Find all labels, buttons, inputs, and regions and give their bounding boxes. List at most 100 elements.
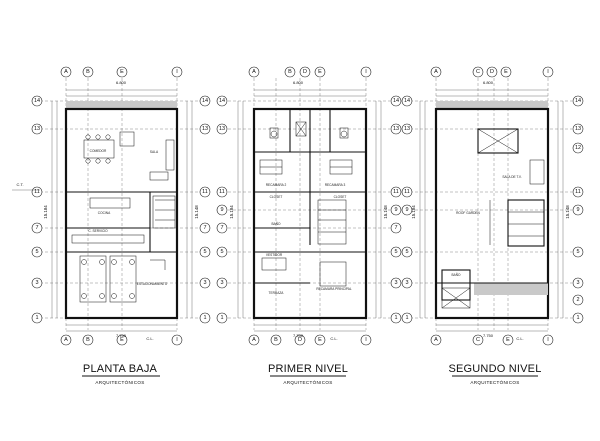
axis-label: 14 <box>34 98 40 104</box>
axis-label: I <box>365 69 367 75</box>
svg-text:9: 9 <box>394 207 397 213</box>
side-axis-bubbles: 14 13 11 9 5 3 1 14 13 12 11 9 5 3 2 1 <box>401 95 584 324</box>
cl-mark: C.L. <box>330 336 337 341</box>
svg-text:7: 7 <box>394 225 397 231</box>
svg-text:14: 14 <box>393 98 399 104</box>
axis-label: 11 <box>404 189 410 195</box>
svg-text:1: 1 <box>203 315 206 321</box>
svg-text:E: E <box>120 337 124 343</box>
axis-label: 1 <box>405 315 408 321</box>
side-axis-bubbles: 14 13 11 7 5 3 1 14 13 11 7 5 3 1 <box>31 95 211 324</box>
axis-label: 13 <box>34 126 40 132</box>
axis-label: D <box>490 69 494 75</box>
side-dimension-right: 15.148 <box>383 205 388 219</box>
svg-text:9: 9 <box>576 207 579 213</box>
room-label: SALA DE T.V. <box>502 175 522 179</box>
furniture <box>79 131 175 303</box>
axis-label: 7 <box>220 225 223 231</box>
axis-label: 9 <box>220 207 223 213</box>
bottom-dimension: 7.750 <box>293 333 304 338</box>
axis-label: 7 <box>35 225 38 231</box>
room-label: ROOF GARDEN <box>456 211 480 215</box>
plan-title: PRIMER NIVEL <box>268 363 348 375</box>
dimension-lines <box>419 89 564 332</box>
axis-label: 5 <box>220 249 223 255</box>
top-axis-bubbles: A B D E I A B D E I <box>248 66 372 346</box>
svg-text:5: 5 <box>394 249 397 255</box>
room-label: CLOSET <box>270 195 283 199</box>
top-dimension: 6.800 <box>483 80 494 85</box>
room-label: CLOSET <box>334 195 347 199</box>
room-label: RECAMARA 3 <box>325 183 346 187</box>
walls <box>434 101 550 320</box>
walls <box>252 107 368 320</box>
room-label: RECAMARA PRINCIPAL <box>316 287 352 291</box>
top-axis-bubbles: A C D E I A C E I <box>430 66 554 346</box>
plan-primer-nivel: A B D E I A B D E I 14 13 11 9 7 5 3 1 1… <box>216 66 402 385</box>
svg-text:D: D <box>298 337 302 343</box>
axis-label: E <box>504 69 508 75</box>
ct-mark: C.T. <box>16 182 23 187</box>
room-label: SALA <box>150 150 159 154</box>
svg-text:12: 12 <box>575 145 581 151</box>
axis-label: E <box>318 69 322 75</box>
svg-text:I: I <box>547 337 549 343</box>
svg-text:3: 3 <box>576 280 579 286</box>
plan-planta-baja: A B E I A B E I 14 13 11 7 5 3 1 14 13 1… <box>12 66 211 385</box>
room-label: C. SERVICIO <box>88 229 108 233</box>
svg-text:5: 5 <box>203 249 206 255</box>
axis-label: 14 <box>219 98 225 104</box>
svg-text:13: 13 <box>575 126 581 132</box>
svg-text:2: 2 <box>576 297 579 303</box>
svg-text:3: 3 <box>394 280 397 286</box>
plan-subtitle: ARQUITECTÓNICOS <box>470 379 519 385</box>
side-dimension-left: 15.184 <box>229 205 234 219</box>
svg-text:A: A <box>434 337 438 343</box>
cl-mark: C.L. <box>146 336 153 341</box>
svg-text:14: 14 <box>575 98 581 104</box>
top-dimension: 6.800 <box>116 80 127 85</box>
room-label: RECAMARA 2 <box>266 183 287 187</box>
room-label: ESTACIONAMIENTO <box>137 282 168 286</box>
svg-text:11: 11 <box>575 189 581 195</box>
furniture <box>261 121 349 287</box>
svg-text:13: 13 <box>393 126 399 132</box>
axis-label: 9 <box>405 207 408 213</box>
axis-label: 14 <box>404 98 410 104</box>
axis-label: 1 <box>35 315 38 321</box>
top-dimension: 6.800 <box>293 80 304 85</box>
plan-subtitle: ARQUITECTÓNICOS <box>95 379 144 385</box>
axis-label: 13 <box>219 126 225 132</box>
svg-text:E: E <box>318 337 322 343</box>
room-label: BAÑO <box>451 272 461 277</box>
axis-label: C <box>476 69 480 75</box>
svg-text:5: 5 <box>576 249 579 255</box>
axis-label: 5 <box>35 249 38 255</box>
side-dimension-right: 15.148 <box>194 205 199 219</box>
bottom-dimension: 7.750 <box>116 333 127 338</box>
svg-text:1: 1 <box>576 315 579 321</box>
room-label: VESTIDOR <box>266 253 283 257</box>
walls <box>64 101 179 320</box>
top-axis-bubbles: A B E I A B E I <box>60 66 183 346</box>
room-label: COCINA <box>98 211 111 215</box>
axis-label: I <box>547 69 549 75</box>
axis-label: 5 <box>405 249 408 255</box>
side-dimension-right: 15.148 <box>565 205 570 219</box>
room-label: TERRAZA <box>269 291 285 295</box>
room-label: BAÑO <box>271 221 281 226</box>
svg-text:A: A <box>252 337 256 343</box>
plan-subtitle: ARQUITECTÓNICOS <box>283 379 332 385</box>
axis-label: D <box>303 69 307 75</box>
bottom-dimension: 7.750 <box>483 333 494 338</box>
plan-title: SEGUNDO NIVEL <box>448 363 541 375</box>
cl-mark: C.L. <box>516 336 523 341</box>
svg-text:B: B <box>274 337 278 343</box>
axis-label: A <box>64 69 68 75</box>
side-dimension-left: 15.184 <box>43 205 48 219</box>
side-dimension-left: 15.184 <box>411 205 416 219</box>
dimension-lines <box>237 89 382 332</box>
svg-text:13: 13 <box>202 126 208 132</box>
svg-text:14: 14 <box>202 98 208 104</box>
axis-label: 3 <box>220 280 223 286</box>
